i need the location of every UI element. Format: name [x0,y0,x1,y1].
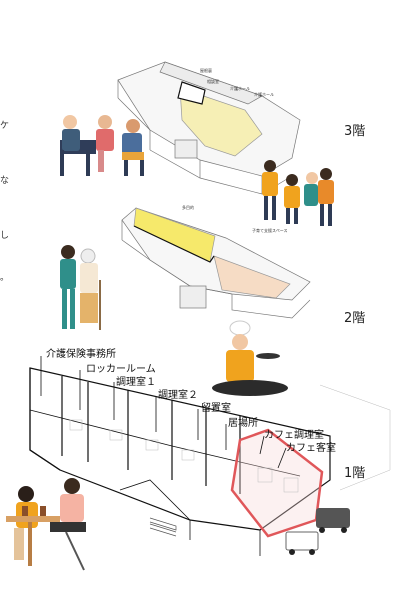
entrance-stairs [149,517,177,537]
room-label-care-insurance-office: 介護保険事務所 [46,349,116,360]
third-floor-people-illustration [60,115,144,176]
third-floor-tiny-label-2: 相談室 [207,79,219,84]
first-floor-building [29,367,331,556]
third-floor-tiny-label-1: 屋根裏 [200,68,212,73]
third-floor-tiny-label-3: 介護ホール [230,86,250,91]
vehicles-illustration [285,508,350,555]
edge-char-3: し [0,231,10,241]
room-label-ibasho: 居場所 [228,418,258,429]
cafe-people-illustration [6,478,86,571]
room-label-locker-room: ロッカールーム [86,364,156,375]
floor-label-2f: 2階 [344,311,366,326]
room-label-cafe-kitchen: カフェ調理室 [264,430,324,441]
label-leader-lines [40,356,287,469]
second-floor-tiny-label-2: 子育て支援スペース [252,228,288,233]
second-floor-building [121,207,311,319]
second-floor-tiny-label-1: 多目的 [182,205,194,210]
floor-label-1f: 1階 [344,466,366,481]
room-label-cafe-seating: カフェ客室 [286,443,336,454]
floor-label-3f: 3階 [344,124,366,139]
room-label-kitchen-1: 調理室１ [116,377,156,388]
chef-illustration [212,320,288,396]
first-floor-details [69,384,391,493]
caregiver-illustration [60,245,101,330]
third-floor-tiny-label-4: 介護ホール [254,92,274,97]
room-label-holding-room: 留置室 [201,403,231,414]
edge-char-1: ケ [0,121,10,131]
children-group-illustration [262,160,334,226]
edge-char-2: な [0,176,10,186]
edge-char-4: 。 [0,273,10,283]
room-label-kitchen-2: 調理室２ [158,390,198,401]
